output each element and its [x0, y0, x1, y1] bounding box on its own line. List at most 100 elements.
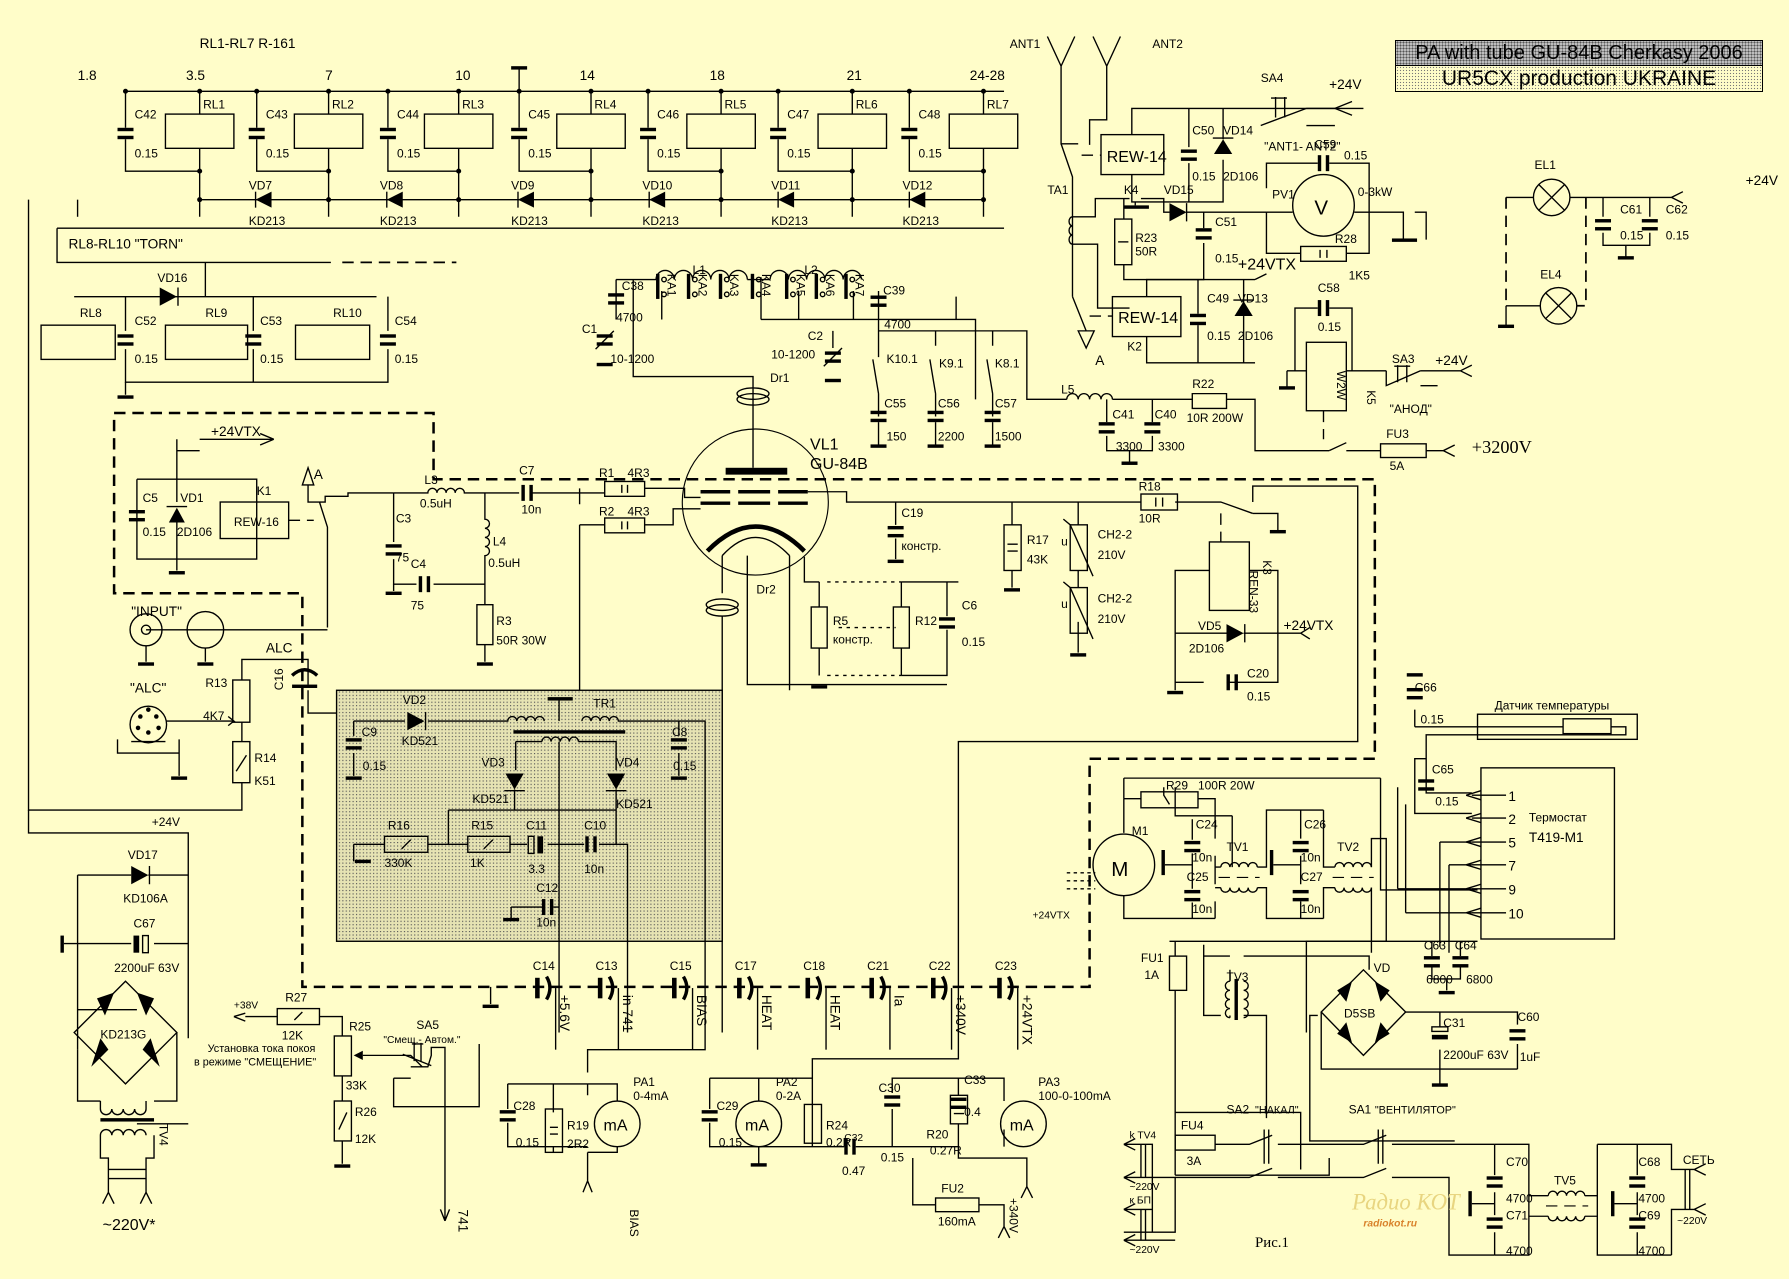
- cap-label: C66: [1415, 680, 1437, 694]
- cap-label: C9: [362, 725, 378, 739]
- relay-header: RL1-RL7 R-161: [200, 36, 296, 51]
- cap-value: 10n: [1301, 850, 1321, 864]
- meters-section: C28 0.15 R19 2R2 mA PA1 0-4mA BIAS C29 0…: [499, 1032, 1111, 1239]
- junction-dot: [326, 197, 332, 203]
- cap-value: 0.15: [143, 525, 167, 539]
- cap-label: C54: [395, 314, 417, 328]
- resistor-value: 1K5: [1349, 269, 1371, 283]
- lamp-label: EL1: [1535, 158, 1557, 172]
- cap-label: C27: [1301, 870, 1323, 884]
- cap-plate: [597, 977, 603, 999]
- varistor-value: 210V: [1098, 612, 1126, 626]
- fuse-fu3: [1379, 443, 1427, 459]
- junction-dot: [849, 88, 855, 94]
- diode-label: VD12: [902, 178, 932, 192]
- cap-label: C42: [135, 108, 157, 122]
- contact-label: KA5: [793, 274, 807, 297]
- mains-section: FU4 3A k TV4 ~220V к БП ~220V SA2 "НАКАЛ…: [1123, 1103, 1715, 1258]
- contact-ka7: KA7: [844, 273, 867, 299]
- net-label: +340V: [953, 995, 968, 1036]
- relay-rl9: RL9: [164, 306, 249, 361]
- resistor-label: R18: [1139, 480, 1161, 494]
- cap-label: C8: [672, 725, 688, 739]
- cap-value: 10-1200: [771, 347, 815, 361]
- resistor-label: R23: [1135, 231, 1157, 245]
- cap-label: C38: [622, 279, 644, 293]
- transformer-label: TV1: [1227, 840, 1249, 854]
- cap-label: C40: [1155, 408, 1177, 422]
- meter-pa3: [999, 1100, 1047, 1148]
- thermostat-t419: [1480, 767, 1616, 940]
- relay-coil: [948, 113, 1019, 150]
- thermostat-pin: 5: [1465, 836, 1516, 851]
- bias-note: Установка тока покоя: [208, 1043, 316, 1055]
- cap-plate: [737, 977, 742, 999]
- cap-value: 10n: [536, 915, 556, 929]
- net-label: +24VTX: [1019, 995, 1034, 1045]
- diode-type: KD213: [380, 214, 417, 228]
- resistor-value: 10R: [1139, 512, 1161, 526]
- junction-dot: [645, 88, 651, 94]
- tube-ref: VL1: [810, 437, 839, 454]
- cap-value: 4700: [616, 311, 643, 325]
- junction-dot: [775, 88, 781, 94]
- cap-value: 0.15: [266, 146, 290, 160]
- contact-bar: [784, 273, 789, 299]
- diode-type: KD213: [771, 214, 808, 228]
- ant2-label: ANT2: [1152, 37, 1183, 51]
- junction-dot: [588, 168, 594, 174]
- junction-dot: [718, 197, 724, 203]
- relay-ref: K2: [1127, 339, 1142, 353]
- cap-label: C57: [995, 396, 1017, 410]
- fuse-label: FU3: [1386, 427, 1409, 441]
- cap-value: 0.15: [395, 352, 419, 366]
- hv-label: +3200V: [1472, 437, 1532, 457]
- cap-value: 10-1200: [610, 352, 654, 366]
- junction-dot: [456, 168, 462, 174]
- cap-value: 150: [887, 429, 907, 443]
- cap-label: C5: [143, 491, 159, 505]
- relay-k5: [1305, 341, 1347, 412]
- cap-value: 0.15: [881, 1150, 905, 1164]
- alc-net-label: ALC: [266, 641, 293, 656]
- net-label: BIAS: [694, 995, 709, 1026]
- cap-value: 2200: [938, 429, 965, 443]
- meter-symbol: mA: [745, 1118, 769, 1135]
- sa5-label: SA5: [416, 1018, 439, 1032]
- cap-label: C71: [1506, 1209, 1528, 1223]
- meter-range: 0-3kW: [1358, 185, 1393, 199]
- cap-label: C49: [1207, 291, 1229, 305]
- contact-bar: [718, 273, 723, 299]
- diode-type: KD521: [616, 797, 653, 811]
- diode-label: VD10: [642, 178, 672, 192]
- diode-type: 2D106: [1238, 329, 1274, 343]
- relay-label: RL4: [594, 97, 616, 111]
- band-label: 21: [847, 68, 862, 83]
- fuse-label: FU2: [941, 1181, 964, 1195]
- varistor-value: 210V: [1098, 548, 1126, 562]
- diode-label: VD11: [771, 178, 800, 192]
- resistor-value: 10R 200W: [1187, 411, 1244, 425]
- cap-label: C25: [1187, 870, 1209, 884]
- cap-value: 0.15: [1192, 169, 1216, 183]
- band-switch-section: RL1-RL7 R-161 1.8 3.5 7 10 14 18 21 24-2…: [57, 36, 1019, 229]
- sa4-switch-label: "ANT1- ANT2": [1264, 140, 1340, 154]
- cap-label: C26: [1304, 817, 1326, 831]
- pin-number: 9: [1508, 883, 1516, 898]
- contact-ka3: KA3: [718, 273, 741, 299]
- psu-section: FU1 1A TV3 VD D5SB C31 C31 2200uF 63V C6…: [1141, 938, 1540, 1176]
- sa5-switch-label: "Смещ.- Автом.": [383, 1035, 461, 1046]
- relay-coil: [423, 113, 494, 150]
- cap-value: 1500: [995, 429, 1022, 443]
- cap-label: C2: [808, 329, 824, 343]
- cap-label: C10: [584, 818, 606, 832]
- relay-coil: [686, 113, 756, 150]
- meter-symbol: mA: [1010, 1118, 1034, 1135]
- contact-label: K9.1: [939, 356, 964, 370]
- cap-value: 0.15: [1435, 795, 1459, 809]
- alc-board: VD2 KD521 TR1 C9 0.15 C8 0.15 VD3 KD521 …: [335, 689, 723, 1033]
- screen-grid-section: C19 констр. R17 43K u u CH2-2 210V CH2-2…: [803, 480, 1359, 1033]
